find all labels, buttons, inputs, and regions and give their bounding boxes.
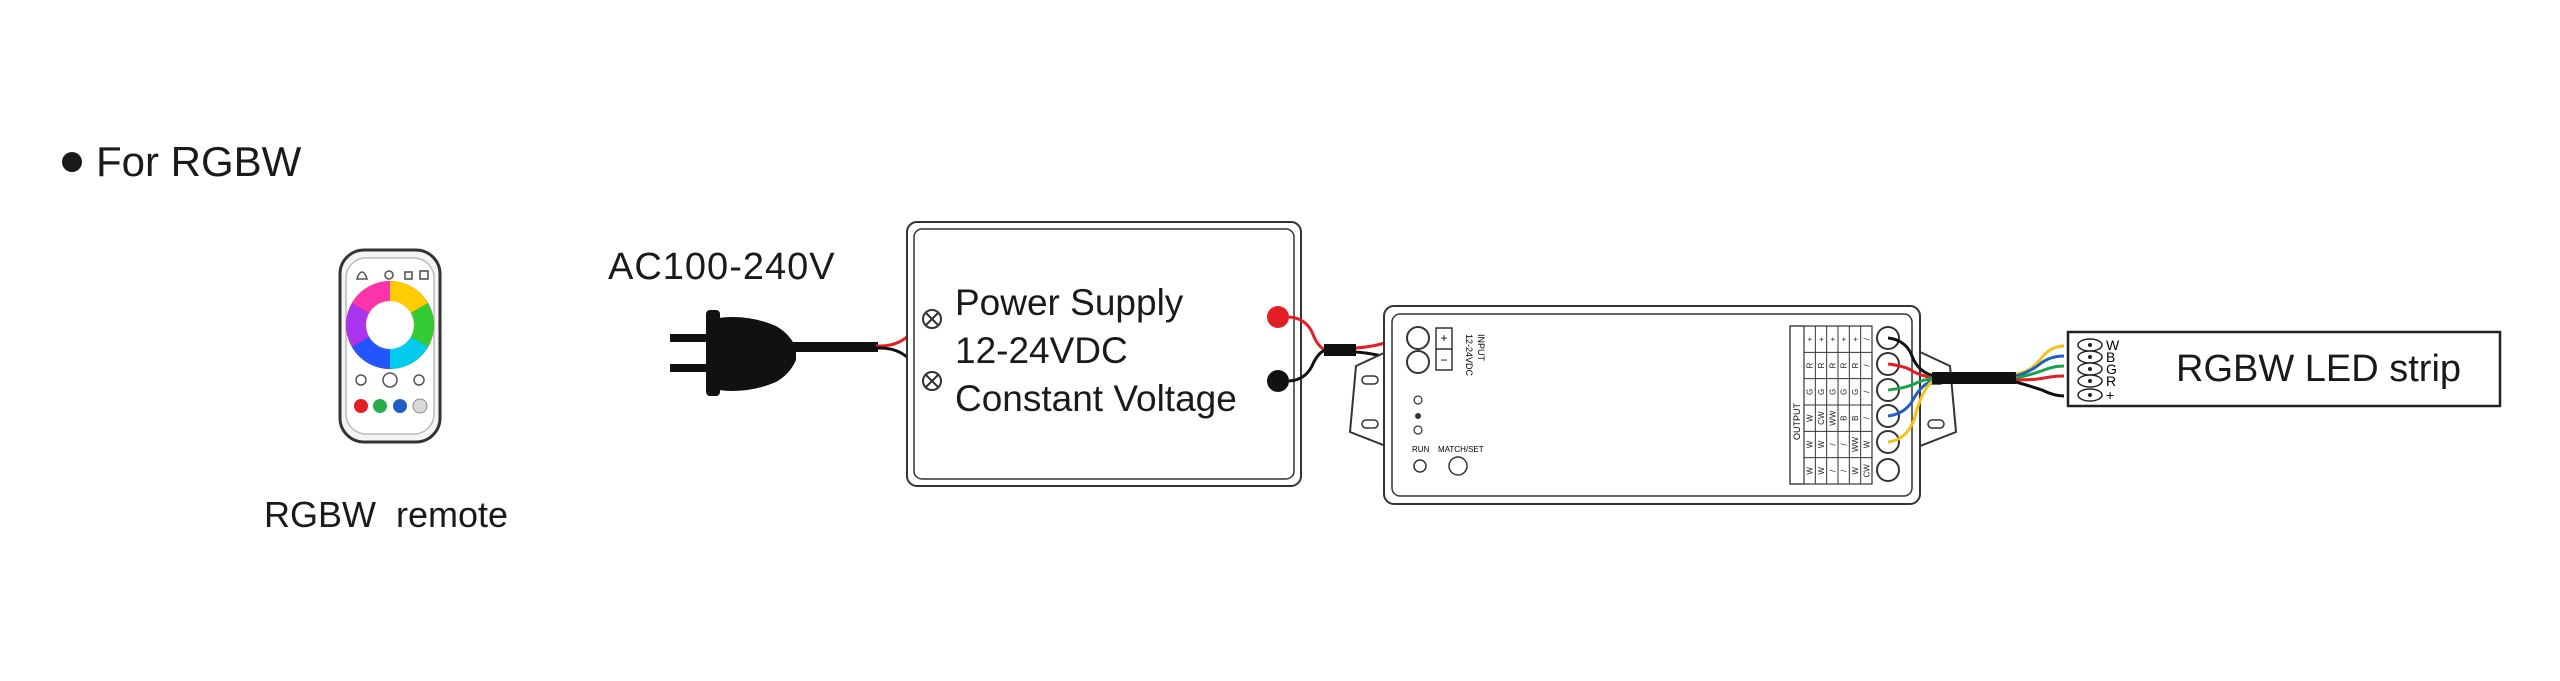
status-led-icon — [1413, 395, 1423, 405]
output-grid-cell: W — [1817, 467, 1826, 475]
output-grid-cell: W — [1806, 467, 1815, 475]
red-button-icon — [354, 399, 368, 413]
led-strip: W B G R + — [2066, 330, 2502, 408]
output-grid-cell: + — [1806, 337, 1815, 342]
pin-plus-label: + — [2106, 387, 2114, 403]
power-supply — [906, 221, 1302, 487]
output-grid-cell: / — [1828, 469, 1837, 472]
section-title: For RGBW — [62, 138, 301, 186]
output-terminal-spare-icon — [1876, 458, 1900, 482]
output-grid-cell: / — [1840, 443, 1849, 446]
output-grid-cell: / — [1828, 443, 1837, 446]
pin-r-label: R — [2106, 373, 2116, 389]
output-grid-cell: B — [1851, 415, 1860, 420]
output-grid-cell: / — [1840, 469, 1849, 472]
power-button-icon — [382, 372, 398, 388]
output-grid-cell: + — [1851, 337, 1860, 342]
output-grid-cell: / — [1862, 416, 1871, 419]
output-grid-cell: W — [1806, 440, 1815, 448]
power-supply-line2: 12-24VDC — [955, 330, 1128, 371]
output-grid-cell: W — [1806, 414, 1815, 422]
output-grid-cell: G — [1806, 389, 1815, 395]
output-wires — [1887, 336, 2065, 444]
white-button-icon — [412, 398, 428, 414]
output-grid-cell: CW — [1862, 464, 1871, 478]
blue-button-icon — [393, 399, 407, 413]
input-positive-terminal-icon — [1406, 326, 1430, 350]
remote-mid-row — [355, 372, 425, 388]
led-strip-box — [2066, 330, 2502, 408]
output-grid-cell: WW — [1851, 437, 1860, 453]
section-title-text: For RGBW — [96, 138, 302, 185]
left-mount-ear — [1348, 350, 1387, 448]
output-grid-cell: + — [1828, 337, 1837, 342]
save-icon — [419, 270, 429, 280]
output-grid-cell: WW — [1828, 410, 1837, 426]
output-text: OUTPUT — [1792, 403, 1802, 441]
output-grid-cell: W — [1817, 440, 1826, 448]
ac-voltage-label: AC100-240V — [608, 246, 836, 288]
led-strip-label: RGBW LED strip — [2176, 348, 2462, 390]
color-wheel — [346, 281, 434, 369]
bullet-icon — [62, 151, 82, 172]
matchset-button-icon[interactable] — [1448, 456, 1468, 476]
output-grid-cell: / — [1862, 390, 1871, 393]
rgbw-remote — [338, 248, 442, 444]
power-supply-line1: Power Supply — [955, 282, 1184, 323]
input-voltage-text: 12-24VDC — [1464, 334, 1474, 377]
right-arrow-icon — [413, 374, 425, 386]
output-grid-cell: R — [1817, 362, 1826, 368]
power-icon — [384, 270, 394, 280]
output-grid-cell: G — [1840, 389, 1849, 395]
scene-icon — [404, 271, 413, 280]
output-grid-cell: / — [1862, 364, 1871, 367]
dc-cable — [1288, 315, 1411, 383]
output-grid-cell: + — [1840, 337, 1849, 342]
remote-color-buttons — [354, 398, 428, 414]
output-grid-cell: R — [1840, 362, 1849, 368]
input-minus-symbol: − — [1440, 353, 1447, 367]
run-led-icon — [1413, 459, 1427, 473]
dc-positive-terminal-icon — [1267, 306, 1289, 328]
right-mount-ear — [1919, 350, 1958, 448]
remote-label: RGBW remote — [264, 494, 509, 535]
green-button-icon — [373, 399, 387, 413]
ac-terminal-screw-icon — [922, 309, 942, 391]
pin-b-label: B — [2106, 349, 2115, 365]
pin-w-label: W — [2106, 337, 2120, 353]
remote-top-icons — [355, 270, 429, 280]
left-arrow-icon — [355, 374, 367, 386]
power-supply-line3: Constant Voltage — [955, 378, 1237, 419]
output-grid-cell: W — [1862, 440, 1871, 448]
output-grid-cell: B — [1840, 415, 1849, 420]
ac-plug-icon — [670, 310, 878, 396]
dc-negative-terminal-icon — [1267, 370, 1289, 392]
output-grid-cell: R — [1806, 362, 1815, 368]
output-grid-cell: R — [1828, 362, 1837, 368]
output-grid-cell: + — [1817, 337, 1826, 342]
input-plus-symbol: + — [1440, 331, 1447, 345]
output-grid-cell: G — [1851, 389, 1860, 395]
matchset-text: MATCH/SET — [1438, 445, 1484, 454]
rgbw-controller: + − 12-24VDC INPUT RUN MATCH/SET OUTPUT … — [1348, 305, 1958, 505]
pin-g-label: G — [2106, 361, 2117, 377]
output-grid-cell: CW — [1817, 411, 1826, 425]
bell-icon — [355, 271, 369, 280]
output-grid-cell: R — [1851, 362, 1860, 368]
output-grid-cell: W — [1851, 467, 1860, 475]
output-grid-cell: / — [1862, 337, 1871, 340]
input-negative-terminal-icon — [1406, 350, 1430, 374]
run-text: RUN — [1412, 445, 1430, 454]
input-text: INPUT — [1476, 334, 1486, 362]
output-grid-cell: G — [1817, 389, 1826, 395]
output-grid-cell: G — [1828, 389, 1837, 395]
